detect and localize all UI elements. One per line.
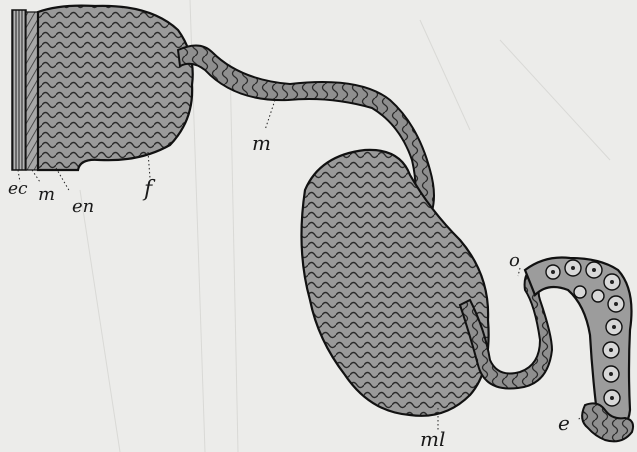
label-o: o: [509, 250, 520, 271]
label-en: en: [72, 196, 94, 217]
egg-cell: [592, 290, 604, 302]
label-e: e: [558, 411, 570, 435]
label-ml: ml: [420, 427, 445, 451]
label-ec: ec: [8, 179, 28, 199]
follicle-mass: [38, 6, 193, 170]
mesoderm-layer: [26, 12, 38, 170]
label-m-tube: m: [252, 131, 271, 155]
label-m-left: m: [38, 184, 55, 205]
ectoderm-layer: [12, 10, 26, 170]
egg-cell: [574, 286, 586, 298]
